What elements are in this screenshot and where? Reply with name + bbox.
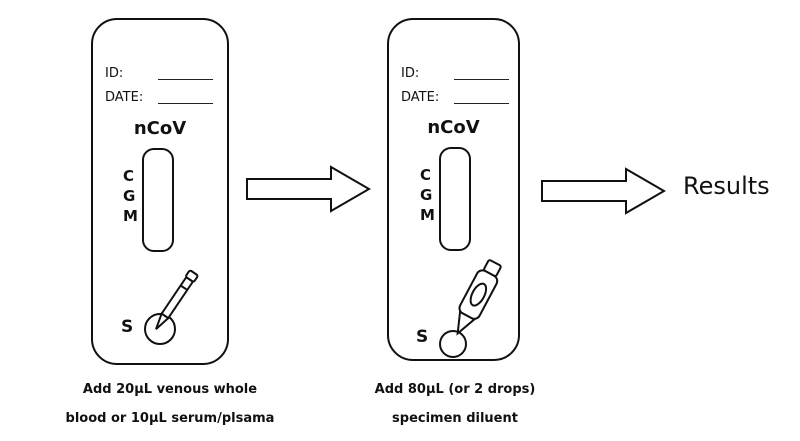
sample-well-label: S — [416, 327, 429, 347]
date-label: DATE: — [105, 90, 144, 105]
id-blank-line — [454, 79, 509, 80]
id-label: ID: — [105, 66, 124, 81]
band-letter-m: M — [123, 207, 138, 225]
date-label: DATE: — [401, 90, 440, 105]
test-cassette-blood: ID: DATE: nCoV C G M S — [91, 18, 229, 365]
brand-label: nCoV — [427, 117, 480, 138]
id-field: ID: — [105, 66, 213, 81]
result-window — [439, 147, 471, 251]
date-field: DATE: — [401, 90, 509, 105]
band-letter-m: M — [420, 206, 435, 224]
dropper-bottle-icon — [456, 259, 502, 336]
band-letters: C G M — [123, 166, 138, 226]
date-blank-line — [158, 103, 213, 104]
results-label: Results — [683, 172, 770, 200]
test-cassette-diluent: ID: DATE: nCoV C G M S — [387, 18, 520, 361]
id-field: ID: — [401, 66, 509, 81]
pipette-icon — [155, 269, 199, 330]
step-1-caption: Add 20µL venous whole blood or 10µL seru… — [40, 375, 300, 433]
step-1-caption-line-1: Add 20µL venous whole — [82, 382, 258, 397]
step-2-caption-line-1: Add 80µL (or 2 drops) — [374, 382, 536, 397]
result-window — [142, 148, 174, 252]
right-arrow-icon — [246, 165, 371, 213]
step-2-caption: Add 80µL (or 2 drops) specimen diluent — [335, 375, 575, 433]
band-letter-g: G — [420, 186, 433, 204]
band-letters: C G M — [420, 165, 435, 225]
date-field: DATE: — [105, 90, 213, 105]
step-1-caption-line-2: blood or 10µL serum/plsama — [65, 411, 275, 426]
id-blank-line — [158, 79, 213, 80]
right-arrow-icon — [541, 167, 666, 215]
sample-well — [439, 330, 467, 358]
date-blank-line — [454, 103, 509, 104]
step-2-caption-line-2: specimen diluent — [392, 411, 518, 426]
band-letter-g: G — [123, 187, 136, 205]
sample-well-label: S — [121, 317, 134, 337]
band-letter-c: C — [420, 166, 432, 184]
id-label: ID: — [401, 66, 420, 81]
brand-label: nCoV — [133, 118, 187, 139]
band-letter-c: C — [123, 167, 135, 185]
